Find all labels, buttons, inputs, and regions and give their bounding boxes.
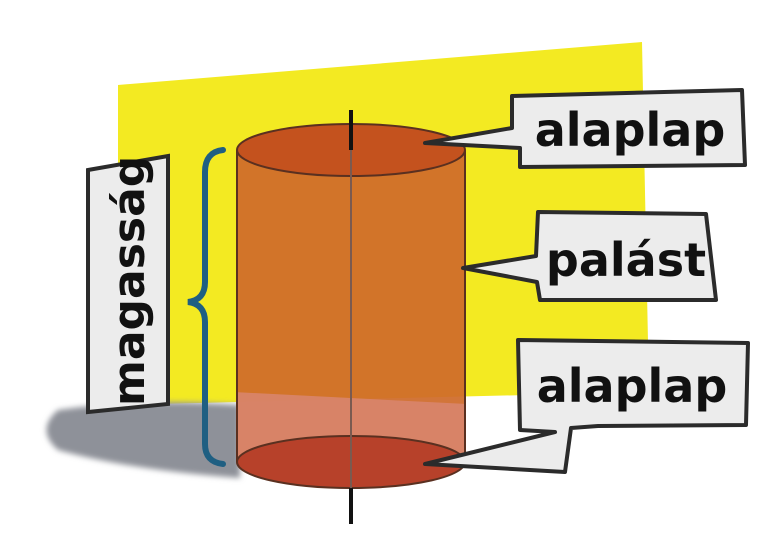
callout-top-base: alaplap [423,88,747,169]
callout-top-base-label: alaplap [535,103,726,157]
callout-bottom-base: alaplap [423,338,750,474]
cylinder-shadow [46,402,240,478]
height-brace [187,147,226,467]
callout-lateral-surface-label: palást [546,233,706,287]
callout-lateral-surface: palást [461,210,718,302]
svg-text:magasság: magasság [104,156,155,406]
callout-bottom-base-label: alaplap [537,359,728,413]
cylinder-lower-shade [237,380,465,488]
height-label: magasság [86,153,170,415]
